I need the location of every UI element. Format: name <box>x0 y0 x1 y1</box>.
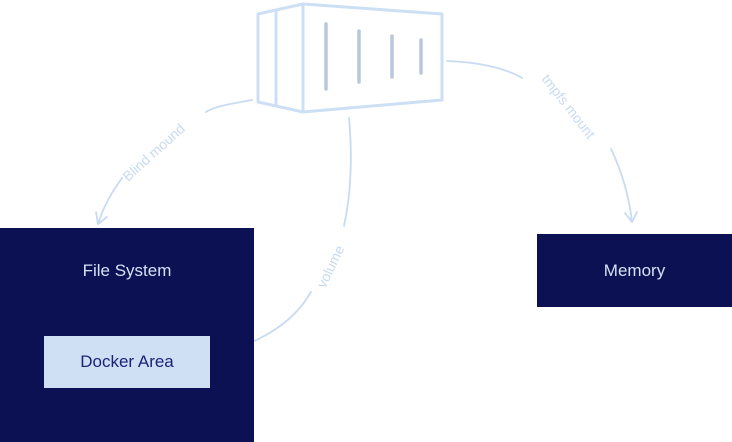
edge-label-blind-mound: Blind mound <box>119 120 188 184</box>
file-system-label: File System <box>82 261 172 280</box>
edge-label-tmpfs-mount: tmpfs mount <box>539 71 599 142</box>
edge-blind-mound <box>95 99 253 225</box>
docker-area-node: Docker Area <box>44 336 210 388</box>
edge-label-volume: volume <box>313 243 347 291</box>
memory-label: Memory <box>603 261 666 280</box>
file-system-node: File System Docker Area <box>0 228 254 442</box>
container-icon <box>256 2 444 114</box>
memory-node: Memory <box>537 234 732 307</box>
edge-tmpfs-mount <box>446 60 638 223</box>
